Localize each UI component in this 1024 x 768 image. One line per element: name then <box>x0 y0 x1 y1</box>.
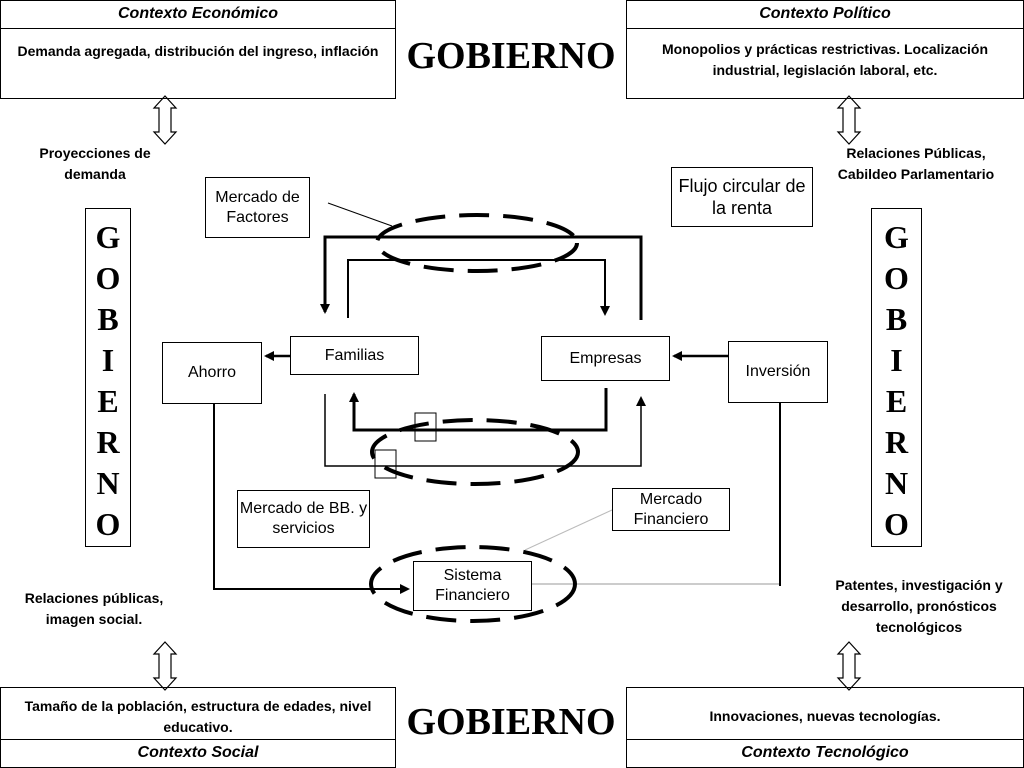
context-politico-text: Monopolios y prácticas restrictivas. Loc… <box>662 41 988 78</box>
gobierno-title-top: GOBIERNO <box>406 35 616 77</box>
gobierno-left-letter: O <box>95 506 121 542</box>
context-economico-title: Contexto Económico <box>1 1 395 29</box>
pointer-mercado-financiero <box>524 509 613 551</box>
node-mercado-bb: Mercado de BB. y servicios <box>237 490 370 548</box>
context-social-text: Tamaño de la población, estructura de ed… <box>24 698 372 735</box>
gobierno-right-letter: O <box>884 506 909 542</box>
gobierno-left-letter: I <box>101 342 115 378</box>
context-tecnologico-title: Contexto Tecnológico <box>627 739 1023 767</box>
node-empresas: Empresas <box>541 336 670 381</box>
gobierno-left-letter: R <box>96 424 120 460</box>
gobierno-right-letter: I <box>890 342 903 378</box>
double-arrow-bottom-right <box>836 641 862 691</box>
gobierno-right-letter: G <box>884 219 909 255</box>
goods-loop-inner <box>349 388 608 432</box>
node-ahorro: Ahorro <box>162 342 262 404</box>
arrow-ahorro-sistema <box>213 404 410 594</box>
gobierno-left-letter: E <box>97 383 119 419</box>
note-proyecciones: Proyecciones de demanda <box>39 145 151 182</box>
pointer-mercado-factores <box>327 202 393 227</box>
context-politico-title: Contexto Político <box>627 1 1023 29</box>
goods-loop-outer <box>324 394 646 467</box>
note-relaciones-cabildeo: Relaciones Públicas, Cabildeo Parlamenta… <box>837 145 995 182</box>
note-relaciones-imagen: Relaciones públicas, imagen social. <box>24 590 164 627</box>
gobierno-right-letter: E <box>885 383 908 419</box>
gobierno-right-letter: N <box>884 465 909 501</box>
context-social: Tamaño de la población, estructura de ed… <box>0 687 396 768</box>
gobierno-right-letter: B <box>885 301 908 337</box>
factor-loop-inner <box>347 259 610 318</box>
context-economico-text: Demanda agregada, distribución del ingre… <box>17 43 379 59</box>
gobierno-right-letter: R <box>884 424 909 460</box>
context-politico: Contexto Político Monopolios y prácticas… <box>626 0 1024 99</box>
context-tecnologico: Innovaciones, nuevas tecnologías. Contex… <box>626 687 1024 768</box>
node-mercado-financiero: Mercado Financiero <box>612 488 730 531</box>
ellipse-mercado-bb <box>370 418 580 486</box>
marker-square-2 <box>374 449 397 479</box>
gobierno-left-letter: N <box>96 465 120 501</box>
note-patentes: Patentes, investigación y desarrollo, pr… <box>835 577 1003 635</box>
node-flujo-circular: Flujo circular de la renta <box>671 167 813 227</box>
node-inversion: Inversión <box>728 341 828 403</box>
gobierno-vertical-left: G O B I E R N O <box>85 208 131 547</box>
gobierno-right-letter: O <box>884 260 909 296</box>
gobierno-title-bottom: GOBIERNO <box>406 701 616 743</box>
factor-loop-outer <box>320 235 643 320</box>
double-arrow-bottom-left <box>152 641 178 691</box>
double-arrow-top-right <box>836 95 862 145</box>
node-mercado-factores: Mercado de Factores <box>205 177 310 238</box>
double-arrow-top-left <box>152 95 178 145</box>
ellipse-mercado-factores <box>375 213 579 273</box>
gobierno-left-letter: O <box>95 260 121 296</box>
node-sistema-financiero: Sistema Financiero <box>413 561 532 611</box>
node-familias: Familias <box>290 336 419 375</box>
gobierno-left-letter: B <box>97 301 119 337</box>
context-tecnologico-text: Innovaciones, nuevas tecnologías. <box>709 708 941 724</box>
gobierno-left-letter: G <box>95 219 121 255</box>
ellipse-sistema-financiero <box>369 545 577 623</box>
context-economico: Contexto Económico Demanda agregada, dis… <box>0 0 396 99</box>
gobierno-vertical-right: G O B I E R N O <box>871 208 922 547</box>
context-social-title: Contexto Social <box>1 739 395 767</box>
